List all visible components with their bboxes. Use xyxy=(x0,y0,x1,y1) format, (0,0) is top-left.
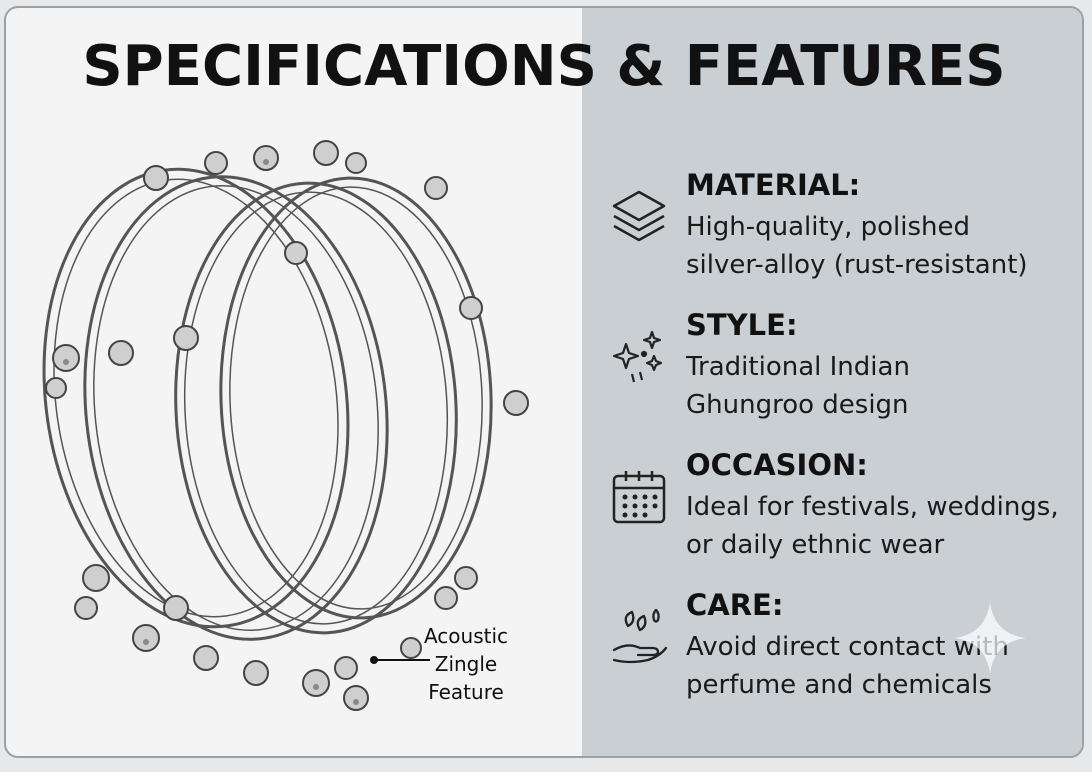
bell xyxy=(503,390,529,416)
callout-line: Zingle xyxy=(434,652,498,676)
bell xyxy=(143,165,169,191)
callout-line: Acoustic xyxy=(423,624,509,648)
feature-line: or daily ethnic wear xyxy=(686,530,945,560)
bell xyxy=(108,340,134,366)
bell-dot xyxy=(63,359,69,365)
feature-occasion: OCCASION: Ideal for festivals, weddings,… xyxy=(600,448,1080,588)
feature-line: Avoid direct contact with xyxy=(686,632,1009,662)
bell-dot xyxy=(313,684,319,690)
bangle-3 xyxy=(174,181,458,635)
feature-description: High-quality, polished silver-alloy (rus… xyxy=(686,208,1076,284)
feature-heading: MATERIAL: xyxy=(686,168,861,202)
bell xyxy=(454,566,478,590)
bell xyxy=(253,145,279,171)
acoustic-zingle-callout: Acoustic Zingle Feature xyxy=(376,622,556,706)
bangle-3-inner xyxy=(183,191,449,625)
feature-list: MATERIAL: High-quality, polished silver-… xyxy=(600,168,1080,728)
infographic-card: SPECIFICATIONS & FEATURES xyxy=(4,6,1084,758)
bell xyxy=(82,564,110,592)
bell xyxy=(204,151,228,175)
bangle-2 xyxy=(83,175,389,641)
feature-heading: CARE: xyxy=(686,588,784,622)
bangle-4 xyxy=(219,176,493,620)
bell xyxy=(243,660,269,686)
bell xyxy=(302,669,330,697)
feature-line: perfume and chemicals xyxy=(686,670,992,700)
hand-care-icon xyxy=(612,608,668,664)
feature-line: silver-alloy (rust-resistant) xyxy=(686,250,1028,280)
bell xyxy=(459,296,483,320)
bell xyxy=(284,241,308,265)
feature-line: Ideal for festivals, weddings, xyxy=(686,492,1059,522)
feature-description: Avoid direct contact with perfume and ch… xyxy=(686,628,1076,704)
bell xyxy=(193,645,219,671)
feature-line: Ghungroo design xyxy=(686,390,909,420)
annotation-arrow xyxy=(370,656,430,664)
feature-material: MATERIAL: High-quality, polished silver-… xyxy=(600,168,1080,308)
feature-care: CARE: Avoid direct contact with perfume … xyxy=(600,588,1080,728)
bell-dot xyxy=(353,699,359,705)
bell xyxy=(434,586,458,610)
feature-description: Ideal for festivals, weddings, or daily … xyxy=(686,488,1076,564)
bell xyxy=(424,176,448,200)
watermark-sparkle-icon xyxy=(954,602,1026,674)
bell xyxy=(313,140,339,166)
callout-line: Feature xyxy=(428,680,504,704)
feature-line: High-quality, polished xyxy=(686,212,970,242)
bell xyxy=(345,152,367,174)
bangles-illustration xyxy=(42,140,529,711)
bell-dot xyxy=(143,639,149,645)
bell xyxy=(400,637,422,659)
feature-line: Traditional Indian xyxy=(686,352,910,382)
bell xyxy=(334,656,358,680)
bangle-4-inner xyxy=(229,186,483,610)
bell xyxy=(132,624,160,652)
calendar-icon xyxy=(612,471,666,524)
bell xyxy=(52,344,80,372)
feature-style: STYLE: Traditional Indian Ghungroo desig… xyxy=(600,308,1080,448)
feature-description: Traditional Indian Ghungroo design xyxy=(686,348,1076,424)
sparkles-icon xyxy=(612,330,663,383)
bell-dot xyxy=(263,159,269,165)
bell xyxy=(45,377,67,399)
layers-icon xyxy=(612,190,666,242)
feature-heading: OCCASION: xyxy=(686,448,868,482)
page-title: SPECIFICATIONS & FEATURES xyxy=(82,34,1006,99)
feature-heading: STYLE: xyxy=(686,308,798,342)
bell xyxy=(173,325,199,351)
bell xyxy=(74,596,98,620)
bangle-1 xyxy=(42,167,350,629)
bell xyxy=(343,685,369,711)
bangle-2-inner xyxy=(93,184,379,632)
bell xyxy=(163,595,189,621)
